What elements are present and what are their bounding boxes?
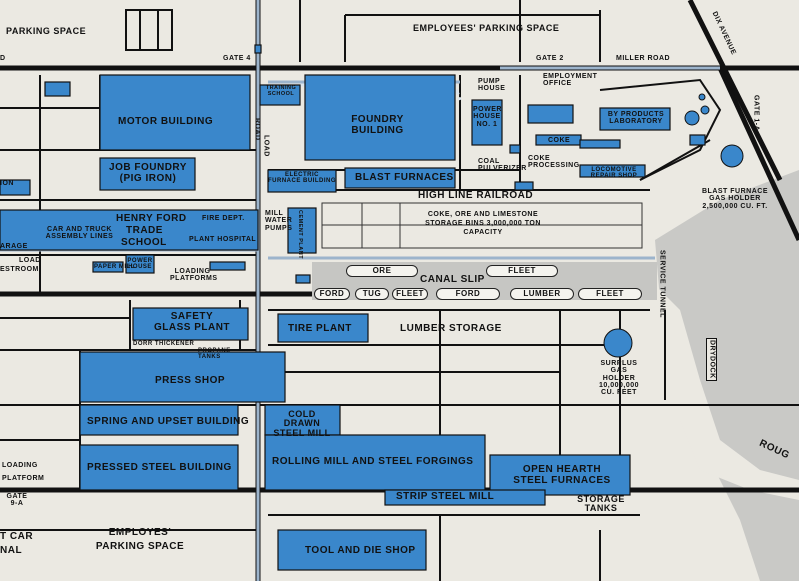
trade-school-bottom: SCHOOL [121, 237, 167, 248]
employes-parking-bottom: EMPLOYES' PARKING SPACE [95, 527, 185, 552]
ford-boat-2: FORD [436, 288, 500, 300]
storage-tanks-label: STORAGE TANKS [577, 494, 625, 514]
coke-ore-storage-label: COKE, ORE AND LIMESTONE STORAGE BINS 3,0… [425, 211, 541, 237]
platform-fragment-bottom: PLATFORM [2, 475, 45, 482]
coal-pulverizer-label: COAL PULVERIZER [478, 158, 527, 173]
canal-slip-label: CANAL SLIP [420, 274, 485, 285]
power-house-small-label: POWER HOUSE [127, 258, 153, 271]
surplus-gas-holder-label: SURPLUS GAS HOLDER 10,000,000 CU. FEET [598, 360, 640, 397]
fleet-boat-2: FLEET [578, 288, 642, 300]
byproduct-tank [684, 110, 700, 126]
storage-bins [321, 202, 643, 249]
safety-glass-label: SAFETY GLASS PLANT [153, 311, 231, 333]
road-vertical-label: ROAD [253, 118, 261, 141]
fleet-boat-top: FLEET [486, 265, 558, 277]
electric-furnace-label: ELECTRIC FURNACE BUILDING [268, 172, 336, 185]
power-house-label: POWER HOUSE No. 1 [473, 106, 502, 128]
blast-furnace-gas-holder-tank [720, 144, 744, 168]
miller-road-label: MILLER ROAD [616, 55, 671, 62]
car-truck-label: CAR AND TRUCK ASSEMBLY LINES [45, 226, 114, 241]
surplus-gas-holder-tank [603, 328, 633, 358]
loading-fragment-bottom: LOADING [2, 462, 38, 469]
cement-plant-label: CEMENT PLANT [296, 210, 303, 260]
dorr-thickener-label: DORR THICKENER [133, 341, 195, 347]
restroom-fragment: ESTROOM [0, 266, 39, 273]
employees-parking-top: EMPLOYEES' PARKING SPACE [413, 23, 560, 33]
drydock-label: DRYDOCK [706, 338, 718, 381]
load-vertical-label: LOAD [262, 135, 270, 157]
service-tunnel-label: SERVICE TUNNEL [658, 250, 666, 318]
ford-boat-1: FORD [314, 288, 350, 300]
rolling-mill-label: ROLLING MILL AND STEEL FORGINGS [272, 456, 474, 467]
spring-upset-label: SPRING AND UPSET BUILDING [87, 416, 250, 427]
garage-fragment: ARAGE [0, 243, 28, 250]
job-foundry-label: JOB FOUNDRY (PIG IRON) [109, 162, 187, 184]
foundry-building-label: FOUNDRY BUILDING [351, 114, 404, 136]
ore-boat: ORE [346, 265, 418, 277]
employment-office-label: EMPLOYMENT OFFICE [543, 73, 598, 88]
gate-tower [125, 9, 173, 51]
bf-gas-holder-label: BLAST FURNACE GAS HOLDER 2,500,000 CU. F… [702, 188, 768, 210]
gate-2-label: GATE 2 [536, 55, 564, 62]
trade-school-mid: TRADE [126, 225, 163, 236]
load-left-label: LOAD [19, 257, 41, 264]
parking-space-top-left: PARKING SPACE [6, 26, 87, 36]
press-shop-label: PRESS SHOP [155, 375, 226, 386]
loading-platforms-label: LOADING PLATFORMS [170, 268, 218, 283]
byproduct-tank-small-2 [698, 93, 706, 101]
gate-9a-label: GATE 9-A [6, 493, 28, 508]
tool-die-label: TOOL AND DIE SHOP [305, 545, 416, 556]
training-school-label: TRAINING SCHOOL [265, 85, 297, 97]
blast-furnaces-label: BLAST FURNACES [355, 172, 454, 183]
plant-hospital-label: PLANT HOSPITAL [189, 236, 257, 243]
lumber-boat: LUMBER [510, 288, 574, 300]
cold-drawn-label: COLD DRAWN STEEL MILL [273, 409, 331, 438]
pump-house-label: PUMP HOUSE [478, 78, 506, 93]
fleet-boat-1: FLEET [392, 288, 428, 300]
car-terminal-fragment: T CAR NAL [0, 531, 34, 556]
open-hearth-label: OPEN HEARTH STEEL FURNACES [513, 464, 611, 486]
tire-plant-label: TIRE PLANT [288, 323, 352, 334]
paper-mill-label: PAPER MILL [94, 264, 135, 270]
pressed-steel-label: PRESSED STEEL BUILDING [87, 462, 232, 473]
mill-water-pumps-label: MILL WATER PUMPS [265, 210, 293, 232]
locomotive-repair-label: LOCOMOTIVE REPAIR SHOP [590, 167, 638, 180]
coke-processing-label: COKE PROCESSING [528, 155, 580, 170]
buildings [0, 44, 706, 571]
byproduct-tank-small [700, 105, 710, 115]
gate-1a-label: GATE 1-A [752, 95, 760, 132]
lumber-storage-label: LUMBER STORAGE [400, 323, 502, 334]
gate-4-label: GATE 4 [223, 55, 251, 62]
motor-building-label: MOTOR BUILDING [118, 116, 214, 127]
trade-school-name: HENRY FORD [116, 213, 187, 224]
ion-fragment: ION [0, 180, 14, 187]
propane-tanks-label: PROPANE TANKS [198, 348, 231, 361]
coke-label: COKE [548, 137, 571, 144]
fire-dept-label: FIRE DEPT. [202, 215, 245, 222]
drydock-land [645, 280, 799, 500]
road-fragment-left: D [0, 55, 6, 62]
tug-boat: TUG [355, 288, 389, 300]
strip-steel-label: STRIP STEEL MILL [396, 491, 495, 502]
high-line-railroad-label: HIGH LINE RAILROAD [418, 190, 534, 201]
by-products-lab-label: BY PRODUCTS LABORATORY [607, 111, 665, 126]
